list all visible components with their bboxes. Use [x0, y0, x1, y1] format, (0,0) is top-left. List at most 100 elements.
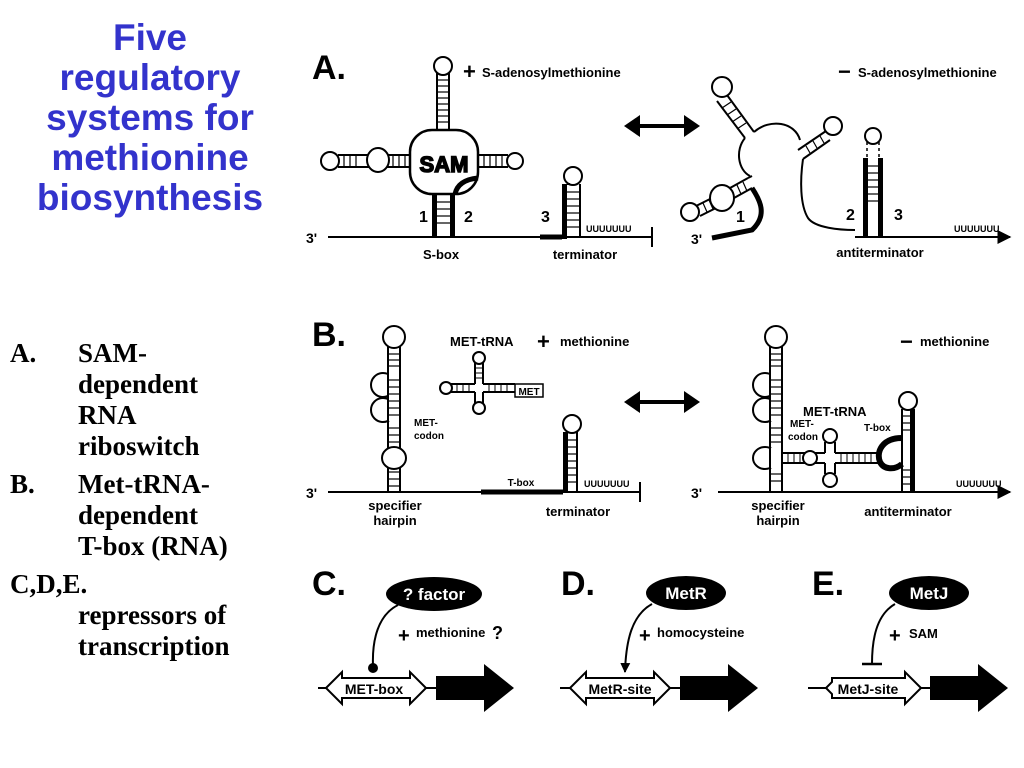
met-trna-label: MET-tRNA	[803, 404, 867, 419]
terminator-hairpin	[562, 414, 582, 492]
specifier-hairpin	[370, 325, 407, 492]
ligand-label: SAM	[909, 626, 938, 641]
met-trna-label: MET-tRNA	[450, 334, 514, 349]
plus-sign: +	[889, 625, 901, 647]
equilibrium-arrow	[624, 115, 700, 137]
regulation-line	[871, 603, 896, 665]
three-prime-label: 3'	[691, 485, 702, 501]
hairpin-loop	[506, 152, 524, 170]
operator-label: MET-box	[345, 681, 404, 697]
minus-sign: −	[900, 329, 913, 354]
panel-d: D. MetR + homocysteine MetR-site	[560, 565, 758, 712]
helix-number: 2	[846, 207, 855, 224]
bulge-loop	[366, 147, 390, 173]
gene-arrow	[680, 664, 758, 712]
panel-d-label: D.	[561, 565, 595, 603]
antiterminator-label: antiterminator	[836, 245, 923, 260]
ligand-label: methionine	[560, 334, 629, 349]
tbox-label: T-box	[508, 478, 535, 489]
system-list: A. SAM- dependent RNA riboswitch B. Met-…	[10, 338, 300, 669]
repressor-oval	[386, 577, 482, 611]
list-text-line: dependent	[78, 369, 199, 399]
gene-arrow	[930, 664, 1008, 712]
repressor-oval	[889, 576, 969, 610]
list-text-line: Met-tRNA-	[78, 469, 210, 499]
list-marker: C,D,E.	[10, 569, 88, 599]
ligand-label: homocysteine	[657, 625, 744, 640]
sam-label: SAM	[420, 152, 469, 177]
met-trna-bound	[782, 428, 878, 488]
binding-dot	[368, 663, 378, 673]
panel-c: C. ? factor + methionine ? MET-box	[312, 565, 514, 712]
met-box-label: MET	[518, 387, 539, 398]
met-amino-acid-box	[514, 383, 544, 398]
ligand-label: S-adenosylmethionine	[482, 65, 621, 80]
list-item-cde: C,D,E. repressors of transcription	[10, 569, 300, 662]
equilibrium-arrow	[624, 391, 700, 413]
ligand-label: methionine	[416, 625, 485, 640]
plus-sign: +	[463, 59, 476, 84]
helix-number: 1	[419, 209, 428, 226]
operator-label: MetR-site	[588, 681, 651, 697]
terminator-hairpin	[540, 166, 583, 240]
panel-c-label: C.	[312, 565, 346, 603]
list-marker: B.	[10, 469, 35, 499]
polyu-tract: UUUUUUU	[954, 224, 1000, 234]
operator-site	[568, 669, 672, 707]
list-item-a: A. SAM- dependent RNA riboswitch	[10, 338, 300, 462]
sam-riboswitch-on: SAM 1 2	[320, 56, 524, 237]
panel-a: A. + S-adenosylmethionine 3'	[306, 49, 1012, 262]
three-prime-label: 3'	[306, 485, 317, 501]
regulation-line	[371, 604, 399, 667]
hairpin-loop	[433, 56, 453, 76]
specifier-label: specifier	[751, 498, 804, 513]
title-line: Five	[112, 17, 188, 58]
list-text-line: RNA	[78, 400, 137, 430]
antiterminator-label: antiterminator	[864, 504, 951, 519]
list-text-line: T-box (RNA)	[78, 531, 228, 561]
polyu-tract: UUUUUUU	[586, 224, 632, 234]
specifier-label: hairpin	[756, 513, 799, 528]
repressor-oval	[646, 576, 726, 610]
sbox-label: S-box	[423, 247, 460, 262]
helix-number: 1	[736, 209, 745, 226]
polyu-tract: UUUUUUU	[584, 479, 630, 489]
panel-b: B. MET-tRNA + methionine 3'	[306, 316, 1012, 528]
title-line: biosynthesis	[36, 177, 264, 218]
list-text-line: dependent	[78, 500, 199, 530]
sam-riboswitch-off	[680, 76, 856, 241]
met-codon-label: MET-	[790, 419, 814, 430]
polyu-tract: UUUUUUU	[956, 479, 1002, 489]
plus-sign: +	[537, 329, 550, 354]
tbox-label: T-box	[864, 423, 891, 434]
regulation-line	[620, 603, 653, 673]
met-codon-label: codon	[414, 431, 444, 442]
three-prime-label: 3'	[306, 230, 317, 246]
helix-number: 3	[541, 209, 550, 226]
specifier-hairpin	[752, 325, 788, 492]
hairpin-loop	[320, 151, 340, 171]
helix-2-curve	[452, 175, 479, 195]
panel-e-label: E.	[812, 565, 844, 603]
helix-number: 3	[894, 207, 903, 224]
antiterminator-hairpin	[863, 127, 883, 238]
list-text-line: SAM-	[78, 338, 147, 368]
repressor-label: MetR	[665, 584, 707, 603]
title-line: methionine	[51, 137, 249, 178]
sam-binding-core	[408, 128, 480, 196]
ligand-label: S-adenosylmethionine	[858, 65, 997, 80]
helix-2-strand	[450, 194, 455, 237]
panel-b-label: B.	[312, 316, 346, 354]
met-trna-molecule	[439, 351, 544, 415]
list-text-line: repressors of	[78, 600, 227, 630]
title-line: systems for	[46, 97, 254, 138]
specifier-label: specifier	[368, 498, 421, 513]
panel-e: E. MetJ + SAM MetJ-site	[808, 565, 1008, 712]
antiterminator-hairpin	[875, 391, 918, 492]
three-prime-label: 3'	[691, 231, 702, 247]
helix-1-strand	[711, 186, 764, 241]
ligand-label: methionine	[920, 334, 989, 349]
minus-sign: −	[838, 59, 851, 84]
question-mark: ?	[492, 623, 503, 643]
